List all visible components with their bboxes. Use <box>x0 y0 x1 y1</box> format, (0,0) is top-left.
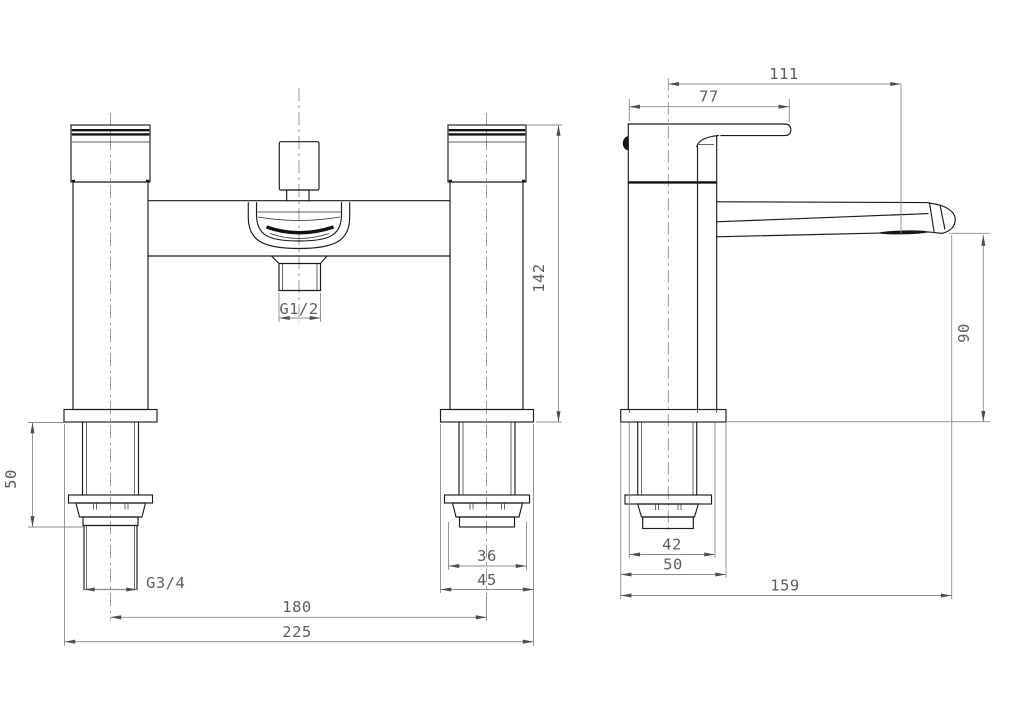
right-backnut <box>451 502 524 518</box>
side-shank <box>637 421 698 496</box>
side-backnut <box>636 503 700 518</box>
outlet-cup-inner <box>255 202 343 242</box>
neck-fillet <box>696 134 720 148</box>
dim-base-width: 45 <box>477 571 497 589</box>
spout-tip-facet1 <box>928 202 935 232</box>
dim-handle-length: 77 <box>699 88 719 106</box>
right-washer <box>443 494 531 504</box>
dim-overall-width: 225 <box>282 623 312 641</box>
flare-right <box>319 255 328 265</box>
side-column <box>696 135 718 411</box>
right-pillar <box>439 124 535 528</box>
flare-left <box>270 255 280 265</box>
right-tailpiece <box>458 516 516 528</box>
shower-nipple <box>278 262 322 292</box>
aerator <box>879 230 928 235</box>
dim-height: 142 <box>530 263 548 293</box>
outlet-cup-outer <box>247 202 351 250</box>
right-deck-flange <box>439 408 535 423</box>
cup-chord-arc <box>257 216 341 221</box>
dim-body-width: 36 <box>477 547 497 565</box>
left-backnut <box>75 502 147 518</box>
spout-bottom-edge <box>716 231 943 238</box>
crossbar <box>147 200 451 257</box>
left-shank <box>81 421 140 496</box>
side-handle <box>622 123 792 411</box>
spout-tip-facet2 <box>939 204 946 230</box>
index-button <box>622 136 629 151</box>
dim-spout-reach: 111 <box>769 65 799 83</box>
front-view: G1/2 50 G3/4 142 36 45 <box>2 88 562 646</box>
cup-seal-arc <box>265 225 335 235</box>
spout-top-edge <box>716 201 938 206</box>
side-deck-flange <box>620 408 727 423</box>
diverter-assembly <box>247 141 351 292</box>
diverter-stem <box>286 189 310 202</box>
side-dimensions: 111 77 90 42 50 159 <box>620 65 990 599</box>
right-shank <box>458 421 516 496</box>
side-view: 111 77 90 42 50 159 <box>620 65 990 599</box>
left-deck-flange <box>63 408 158 423</box>
spout <box>716 201 956 238</box>
spout-mid-edge <box>716 213 929 223</box>
side-base <box>620 408 727 530</box>
handle-lever <box>627 123 792 137</box>
dim-body-depth: 42 <box>662 536 682 554</box>
dim-tap-centres: 180 <box>282 598 312 616</box>
side-tailpiece <box>642 516 694 530</box>
cup-lower-arc <box>269 233 330 239</box>
dim-shank-length: 50 <box>2 469 20 489</box>
front-dimensions: G1/2 50 G3/4 142 36 45 <box>2 124 562 646</box>
spout-tip <box>936 203 956 235</box>
dim-overall-projection: 159 <box>770 577 800 595</box>
dim-spout-height: 90 <box>955 323 973 343</box>
dim-shower-thread: G1/2 <box>279 300 318 318</box>
dim-base-depth: 50 <box>663 556 683 574</box>
dim-inlet-thread: G3/4 <box>146 574 185 592</box>
